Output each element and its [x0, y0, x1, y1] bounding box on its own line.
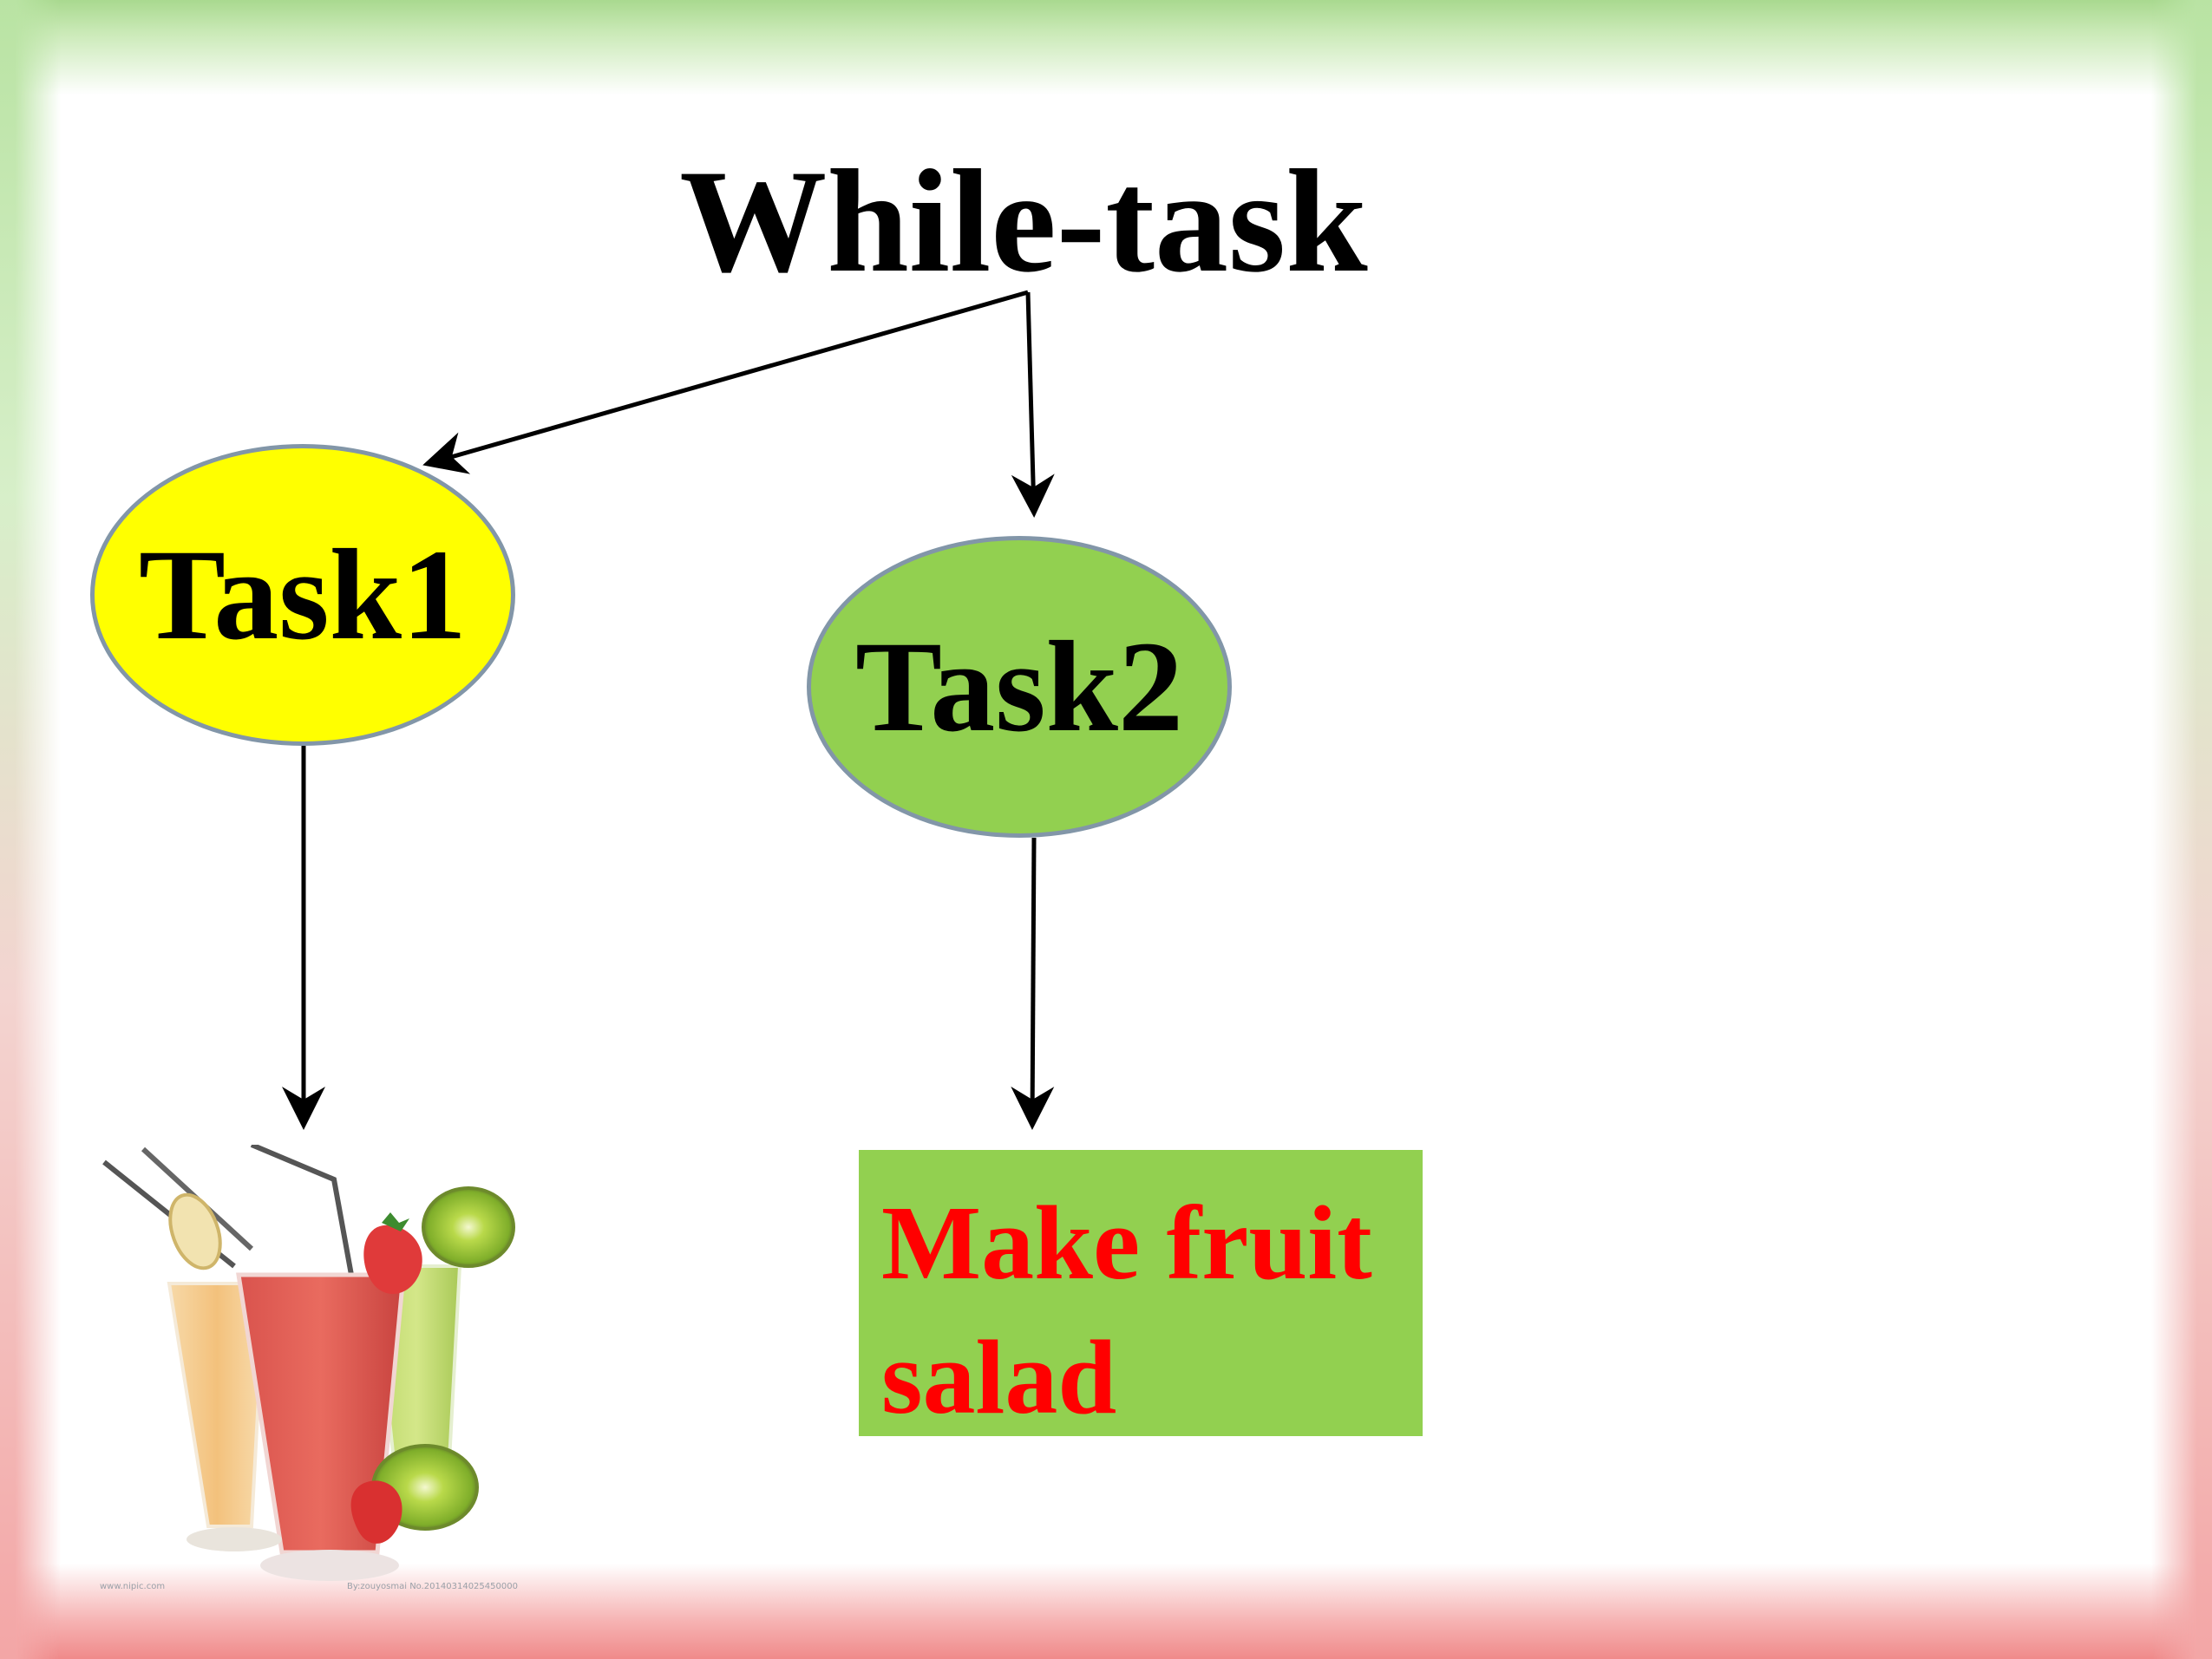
straw-icon — [250, 1145, 354, 1276]
image-watermark-right: By:zouyosmai No.20140314025450000 — [347, 1582, 518, 1591]
task2-label: Task2 — [854, 615, 1184, 759]
result-line-2: salad — [881, 1319, 1117, 1436]
result-text: Make fruit salad — [881, 1176, 1405, 1445]
result-line-1: Make fruit — [881, 1185, 1372, 1302]
result-box: Make fruit salad — [859, 1150, 1423, 1436]
kiwi-slice-icon — [422, 1186, 515, 1268]
task1-label: Task1 — [138, 523, 468, 667]
frame-bottom — [0, 1564, 2212, 1659]
frame-left — [0, 0, 61, 1659]
orange-juice-glass — [167, 1282, 267, 1528]
fruit-juice-image: www.nipic.com By:zouyosmai No.2014031402… — [100, 1145, 518, 1591]
glass-base — [187, 1527, 282, 1551]
frame-top — [0, 0, 2212, 95]
banana-slice-icon — [168, 1192, 222, 1270]
strawberry-leaf-icon — [382, 1212, 409, 1231]
red-juice-glass — [236, 1272, 406, 1555]
arrow-title-to-task1 — [422, 290, 1029, 474]
glass-base — [260, 1550, 399, 1581]
strawberry-icon — [350, 1480, 402, 1544]
strawberry-icon — [363, 1225, 422, 1294]
arrow-task2-to-result — [1011, 837, 1055, 1130]
slide-title: While-task — [679, 140, 1368, 303]
task1-node: Task1 — [90, 444, 515, 746]
arrow-title-to-task2 — [1011, 291, 1055, 518]
task2-node: Task2 — [807, 536, 1232, 838]
image-watermark-left: www.nipic.com — [100, 1582, 165, 1591]
frame-right — [2151, 0, 2212, 1659]
